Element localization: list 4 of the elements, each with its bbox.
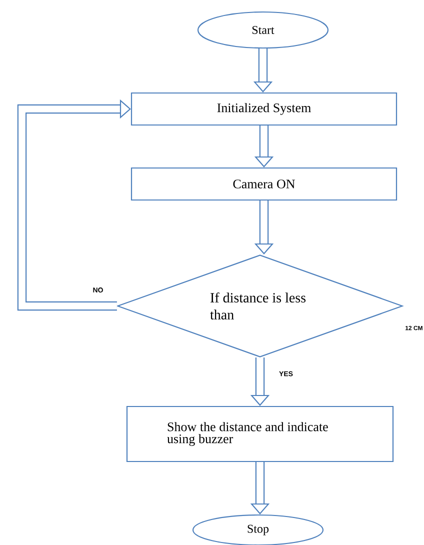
block-arrow — [17, 99, 131, 311]
process-box: Initialized System — [130, 92, 398, 126]
process-box: Camera ON — [130, 167, 398, 201]
process-box: Show the distance and indicate using buzzer — [126, 406, 394, 462]
